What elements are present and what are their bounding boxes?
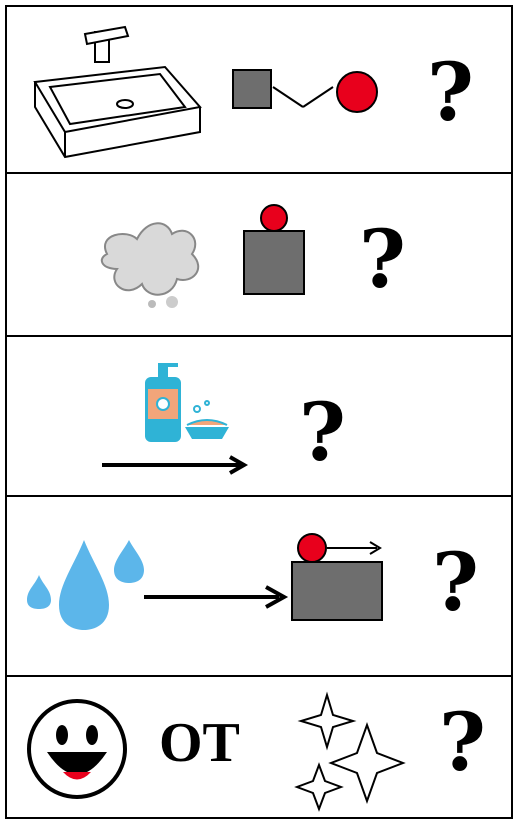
smiley-face-icon <box>25 697 129 801</box>
long-arrow-icon <box>102 455 252 475</box>
worksheet: ? ? ? <box>5 5 513 819</box>
long-arrow-icon <box>144 585 294 609</box>
red-circle-icon <box>335 70 379 114</box>
row-soap: ? <box>7 337 511 497</box>
question-mark: ? <box>359 219 406 299</box>
water-drops-icon <box>19 535 149 635</box>
arrows-icon <box>273 87 343 117</box>
sink-icon <box>25 22 205 152</box>
question-mark: ? <box>299 392 346 472</box>
row-water: ? <box>7 497 511 677</box>
question-mark: ? <box>432 542 479 622</box>
row-stain: ? <box>7 174 511 337</box>
square-icon <box>233 70 273 110</box>
stain-icon <box>92 214 212 314</box>
question-mark: ? <box>427 52 474 132</box>
square-with-moving-circle-icon <box>292 532 392 622</box>
soap-bowl-icon <box>182 395 232 445</box>
text-ot: ОТ <box>159 715 240 771</box>
sparkles-icon <box>297 695 407 805</box>
row-smile: ОТ ? <box>7 677 511 821</box>
row-sink: ? <box>7 7 511 174</box>
square-with-circle-icon <box>244 204 308 304</box>
question-mark: ? <box>439 702 486 782</box>
